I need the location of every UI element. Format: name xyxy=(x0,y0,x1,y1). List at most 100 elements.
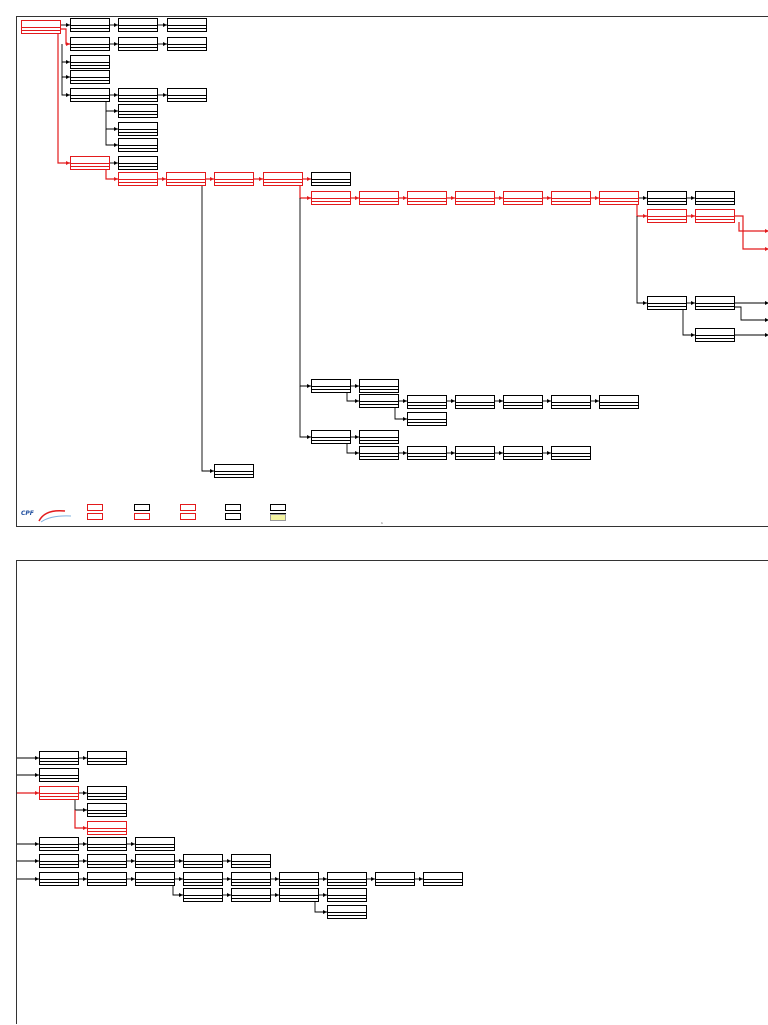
process-box-divider xyxy=(600,405,638,406)
process-box xyxy=(118,88,158,102)
connector-line xyxy=(299,184,311,199)
arrowhead xyxy=(66,75,70,79)
legend-swatch xyxy=(225,513,241,520)
process-box xyxy=(135,837,175,851)
arrowhead xyxy=(83,859,87,863)
process-box-divider xyxy=(88,882,126,883)
process-box-title-row xyxy=(328,873,366,880)
process-box-divider xyxy=(408,201,446,202)
process-box-title-row xyxy=(88,822,126,829)
process-box xyxy=(311,172,351,186)
process-box-title-row xyxy=(328,906,366,913)
process-box xyxy=(167,88,207,102)
process-box xyxy=(70,37,110,51)
process-box-title-row xyxy=(696,297,734,304)
process-box xyxy=(87,854,127,868)
process-box-title-row xyxy=(119,157,157,164)
process-box-divider xyxy=(408,405,446,406)
process-box-divider xyxy=(552,201,590,202)
arrowhead xyxy=(83,756,87,760)
process-box xyxy=(135,872,175,886)
process-box-divider xyxy=(360,456,398,457)
logo-text: CPF xyxy=(21,510,34,517)
process-box xyxy=(359,446,399,460)
process-box-title-row xyxy=(88,787,126,794)
arrowhead xyxy=(595,399,599,403)
arrowhead xyxy=(210,177,214,181)
arrowhead xyxy=(547,196,551,200)
process-box-divider xyxy=(119,98,157,99)
process-box-divider xyxy=(40,847,78,848)
process-box-divider xyxy=(136,864,174,865)
arrowhead xyxy=(371,877,375,881)
process-box-title-row xyxy=(312,192,350,199)
arrowhead xyxy=(691,214,695,218)
process-box xyxy=(695,209,735,223)
connector-line xyxy=(201,179,214,472)
arrowhead xyxy=(765,247,768,251)
process-box xyxy=(695,191,735,205)
process-box-title-row xyxy=(119,105,157,112)
process-box-divider xyxy=(88,847,126,848)
arrowhead xyxy=(643,301,647,305)
process-box xyxy=(70,70,110,84)
process-box-divider xyxy=(504,201,542,202)
page-number: 1 xyxy=(381,521,383,525)
arrowhead xyxy=(35,859,39,863)
process-box xyxy=(423,872,463,886)
arrowhead xyxy=(162,177,166,181)
process-box xyxy=(359,191,399,205)
process-box-divider xyxy=(312,389,350,390)
process-box-title-row xyxy=(408,192,446,199)
process-box xyxy=(375,872,415,886)
process-box xyxy=(311,191,351,205)
process-box-title-row xyxy=(136,873,174,880)
arrowhead xyxy=(355,384,359,388)
diagram-sheet-1: CPF 1 xyxy=(16,16,768,527)
process-box-title-row xyxy=(376,873,414,880)
process-box-divider xyxy=(280,898,318,899)
process-box-divider xyxy=(504,405,542,406)
process-box-divider xyxy=(376,882,414,883)
process-box-title-row xyxy=(504,447,542,454)
arrowhead xyxy=(765,333,768,337)
process-box-title-row xyxy=(71,38,109,45)
arrowhead xyxy=(114,42,118,46)
arrowhead xyxy=(323,877,327,881)
process-box-divider xyxy=(119,148,157,149)
process-box xyxy=(407,191,447,205)
process-box xyxy=(599,395,639,409)
process-box-title-row xyxy=(328,889,366,896)
arrowhead xyxy=(114,143,118,147)
process-box-title-row xyxy=(136,838,174,845)
process-box xyxy=(21,20,61,34)
process-box-title-row xyxy=(648,210,686,217)
process-box-divider xyxy=(232,882,270,883)
arrowhead xyxy=(307,435,311,439)
process-box-divider xyxy=(40,864,78,865)
process-box xyxy=(359,430,399,444)
process-box-title-row xyxy=(456,447,494,454)
process-box-title-row xyxy=(71,56,109,63)
process-box-divider xyxy=(168,47,206,48)
process-box-divider xyxy=(88,796,126,797)
arrowhead xyxy=(227,877,231,881)
process-box xyxy=(118,18,158,32)
arrowhead xyxy=(451,196,455,200)
process-box xyxy=(327,905,367,919)
process-box-title-row xyxy=(40,873,78,880)
process-box-title-row xyxy=(88,873,126,880)
arrowhead xyxy=(451,451,455,455)
process-box-divider xyxy=(168,28,206,29)
process-box-divider xyxy=(184,864,222,865)
process-box xyxy=(118,138,158,152)
process-box-title-row xyxy=(552,447,590,454)
legend-swatch xyxy=(180,504,196,511)
process-box-title-row xyxy=(40,752,78,759)
connector-line xyxy=(738,222,768,232)
process-box-title-row xyxy=(88,855,126,862)
process-box xyxy=(87,751,127,765)
process-box xyxy=(87,821,127,835)
process-box xyxy=(551,446,591,460)
process-box-title-row xyxy=(119,139,157,146)
